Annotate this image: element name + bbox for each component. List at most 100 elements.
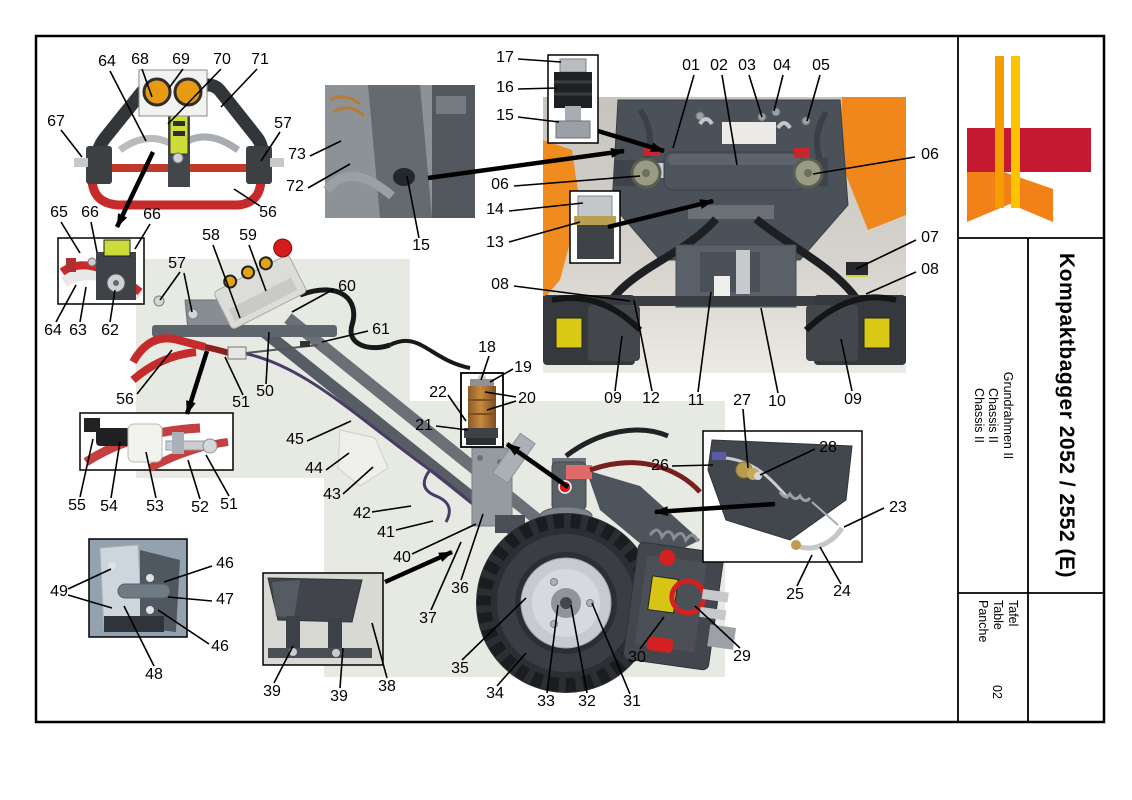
callout-16: 16 bbox=[496, 79, 514, 96]
inset-handle-detail bbox=[57, 237, 145, 305]
callout-64: 64 bbox=[44, 322, 62, 339]
callout-31: 31 bbox=[623, 693, 641, 710]
callout-65: 65 bbox=[50, 204, 68, 221]
callout-17: 17 bbox=[496, 49, 514, 66]
callout-48: 48 bbox=[145, 666, 163, 683]
callout-06: 06 bbox=[491, 176, 509, 193]
callout-56: 56 bbox=[116, 391, 134, 408]
callout-10: 10 bbox=[768, 393, 786, 410]
callout-08: 08 bbox=[921, 261, 939, 278]
callout-69: 69 bbox=[172, 51, 190, 68]
callout-70: 70 bbox=[213, 51, 231, 68]
callout-64: 64 bbox=[98, 53, 116, 70]
callout-55: 55 bbox=[68, 497, 86, 514]
callout-49: 49 bbox=[50, 583, 68, 600]
callout-62: 62 bbox=[101, 322, 119, 339]
callout-32: 32 bbox=[578, 693, 596, 710]
callout-56: 56 bbox=[259, 204, 277, 221]
callout-24: 24 bbox=[833, 583, 851, 600]
callout-12: 12 bbox=[642, 390, 660, 407]
photo-handle-assembly bbox=[74, 69, 284, 210]
callout-03: 03 bbox=[738, 57, 756, 74]
callout-40: 40 bbox=[393, 549, 411, 566]
callout-09: 09 bbox=[844, 391, 862, 408]
sheet-label-de: Tafel bbox=[1006, 600, 1020, 627]
callout-36: 36 bbox=[451, 580, 469, 597]
callout-22: 22 bbox=[429, 384, 447, 401]
inset-cable-fender bbox=[702, 430, 863, 563]
callout-11: 11 bbox=[687, 392, 705, 409]
callout-18: 18 bbox=[478, 339, 496, 356]
callout-68: 68 bbox=[131, 51, 149, 68]
callout-01: 01 bbox=[682, 57, 700, 74]
callout-71: 71 bbox=[251, 51, 269, 68]
reference-arrows bbox=[114, 128, 776, 585]
callout-15: 15 bbox=[412, 237, 430, 254]
callout-35: 35 bbox=[451, 660, 469, 677]
callout-63: 63 bbox=[69, 322, 87, 339]
title-block-assembly: Grundrahmen II Chassis II Chassis II bbox=[958, 238, 1028, 593]
brand-logo bbox=[967, 56, 1091, 222]
callout-53: 53 bbox=[146, 498, 164, 515]
callout-05: 05 bbox=[812, 57, 830, 74]
callout-57: 57 bbox=[274, 115, 292, 132]
photo-boom-detail bbox=[323, 85, 475, 218]
sheet-label-fr: Panche bbox=[976, 600, 991, 643]
title-block-sheet: Tafel Table Panche 02 bbox=[958, 593, 1028, 722]
callout-47: 47 bbox=[216, 591, 234, 608]
callout-08: 08 bbox=[491, 276, 509, 293]
inset-lock-pin bbox=[88, 538, 188, 638]
callout-44: 44 bbox=[305, 460, 323, 477]
callout-27: 27 bbox=[733, 392, 751, 409]
callout-54: 54 bbox=[100, 498, 118, 515]
callout-13: 13 bbox=[486, 234, 504, 251]
callout-46: 46 bbox=[211, 638, 229, 655]
callout-46: 46 bbox=[216, 555, 234, 572]
inset-linkage bbox=[79, 412, 234, 472]
callout-61: 61 bbox=[372, 321, 390, 338]
callout-02: 02 bbox=[710, 57, 728, 74]
callout-51: 51 bbox=[220, 496, 238, 513]
callout-29: 29 bbox=[733, 648, 751, 665]
callout-73: 73 bbox=[288, 146, 306, 163]
callout-66: 66 bbox=[81, 204, 99, 221]
callout-59: 59 bbox=[239, 227, 257, 244]
callout-51: 51 bbox=[232, 394, 250, 411]
callout-60: 60 bbox=[338, 278, 356, 295]
callout-07: 07 bbox=[921, 229, 939, 246]
assembly-name-de: Grundrahmen II bbox=[1001, 371, 1016, 460]
callout-21: 21 bbox=[415, 417, 433, 434]
title-block-product: Kompaktbagger 2052 / 2552 (E) bbox=[1028, 238, 1104, 593]
callout-42: 42 bbox=[353, 505, 371, 522]
page-title: Kompaktbagger 2052 / 2552 (E) bbox=[1055, 253, 1078, 578]
callout-72: 72 bbox=[286, 178, 304, 195]
leader-lines bbox=[55, 58, 917, 695]
callout-41: 41 bbox=[377, 524, 395, 541]
sheet-number: 02 bbox=[990, 685, 1004, 699]
callout-33: 33 bbox=[537, 693, 555, 710]
inset-support-feet bbox=[262, 572, 384, 666]
callout-52: 52 bbox=[191, 499, 209, 516]
callout-57: 57 bbox=[168, 255, 186, 272]
sheet-label-en: Table bbox=[991, 600, 1006, 630]
callout-20: 20 bbox=[518, 390, 536, 407]
callout-66: 66 bbox=[143, 206, 161, 223]
callout-39: 39 bbox=[263, 683, 281, 700]
callout-37: 37 bbox=[419, 610, 437, 627]
callout-09: 09 bbox=[604, 390, 622, 407]
callout-43: 43 bbox=[323, 486, 341, 503]
callout-14: 14 bbox=[486, 201, 504, 218]
callout-19: 19 bbox=[514, 359, 532, 376]
page-frame bbox=[34, 34, 1106, 724]
callout-34: 34 bbox=[486, 685, 504, 702]
callout-45: 45 bbox=[286, 431, 304, 448]
callout-50: 50 bbox=[256, 383, 274, 400]
callout-15: 15 bbox=[496, 107, 514, 124]
callout-04: 04 bbox=[773, 57, 791, 74]
callout-23: 23 bbox=[889, 499, 907, 516]
assembly-name-en: Chassis II bbox=[986, 388, 1001, 443]
callout-30: 30 bbox=[628, 649, 646, 666]
callout-58: 58 bbox=[202, 227, 220, 244]
